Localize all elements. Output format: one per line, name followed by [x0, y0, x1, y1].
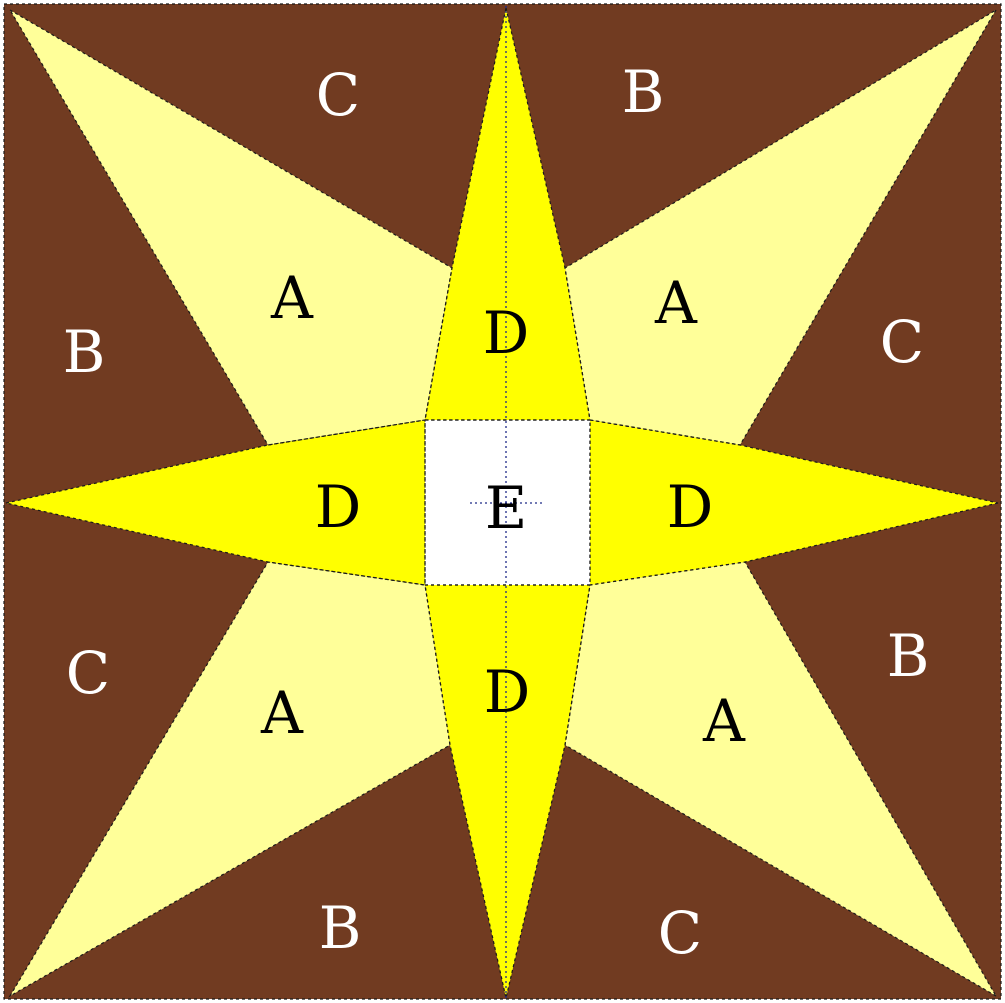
label-b-left: B [63, 318, 106, 386]
label-a-top-left: A [270, 264, 314, 332]
label-a-top-right: A [654, 269, 698, 337]
label-d-left: D [315, 473, 362, 541]
label-b-right: B [887, 622, 930, 690]
label-c-left: C [66, 639, 110, 707]
label-d-top: D [483, 299, 530, 367]
label-d-right: D [667, 473, 714, 541]
label-c-bottom: C [658, 899, 702, 967]
label-c-top: C [316, 61, 360, 129]
label-c-right: C [880, 308, 924, 376]
label-a-bottom-left: A [260, 679, 304, 747]
label-a-bottom-right: A [702, 687, 746, 755]
label-e-center: E [485, 474, 527, 542]
label-b-bottom: B [319, 894, 362, 962]
label-d-bottom: D [484, 658, 531, 726]
label-b-top: B [622, 58, 665, 126]
